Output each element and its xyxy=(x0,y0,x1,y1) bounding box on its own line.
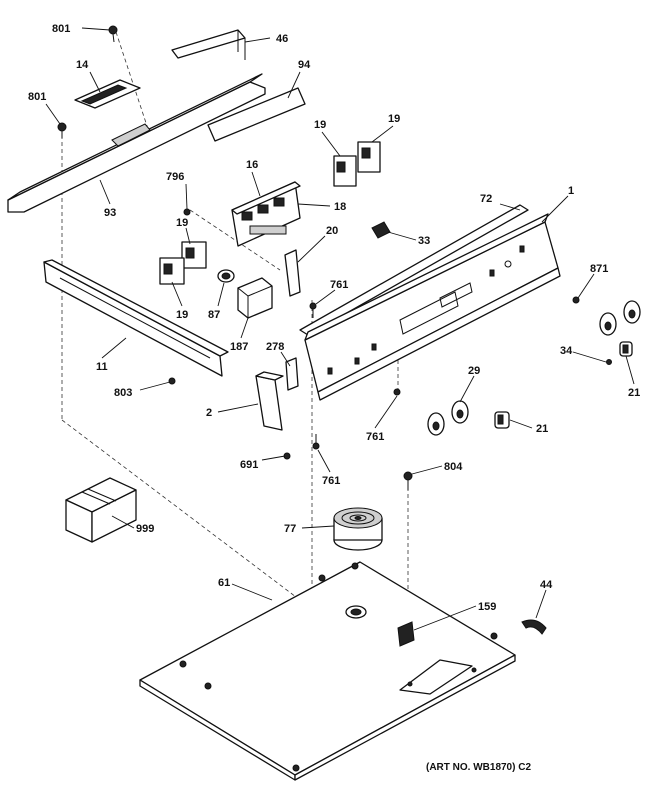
callout-21-a: 21 xyxy=(628,387,640,399)
part-29-knob-b xyxy=(451,400,469,424)
callout-18: 18 xyxy=(334,201,346,213)
screw-761-b xyxy=(393,388,401,396)
part-44-hook xyxy=(521,619,547,635)
callout-87: 87 xyxy=(208,309,220,321)
part-29-knob-a xyxy=(427,412,445,436)
callout-34: 34 xyxy=(560,345,573,357)
callout-61: 61 xyxy=(218,577,230,589)
part-2-end-bracket xyxy=(255,371,284,431)
part-14-bracket xyxy=(74,79,141,109)
callout-19-a: 19 xyxy=(314,119,326,131)
part-19-switch-left-b xyxy=(159,257,185,285)
part-46-bracket xyxy=(171,29,246,60)
leader-lines xyxy=(45,27,635,631)
part-159-clip xyxy=(397,621,415,647)
screw-803 xyxy=(168,377,176,385)
callout-278: 278 xyxy=(266,341,284,353)
callout-761-b: 761 xyxy=(366,431,384,443)
part-20-bracket xyxy=(284,249,301,297)
callout-871: 871 xyxy=(590,263,608,275)
screw-761-a xyxy=(309,302,317,318)
callout-33: 33 xyxy=(418,235,430,247)
part-999-box xyxy=(65,477,137,543)
callout-761-c: 761 xyxy=(322,475,340,487)
part-knob-right-a xyxy=(599,312,617,336)
callout-801-left: 801 xyxy=(28,91,46,103)
part-87-knob xyxy=(217,269,235,283)
callout-761-a: 761 xyxy=(330,279,348,291)
screw-804 xyxy=(403,471,413,490)
part-72-trim xyxy=(299,204,529,336)
screw-801-left xyxy=(57,122,67,138)
part-knob-right-b xyxy=(623,300,641,324)
screw-871 xyxy=(572,296,580,304)
callout-72: 72 xyxy=(480,193,492,205)
callout-20: 20 xyxy=(326,225,338,237)
part-16-electronic-control xyxy=(231,181,301,247)
art-number: (ART NO. WB1870) C2 xyxy=(426,762,531,773)
part-19-switch-right-b xyxy=(357,141,381,173)
callout-16: 16 xyxy=(246,159,258,171)
callout-801-top: 801 xyxy=(52,23,70,35)
callout-21-b: 21 xyxy=(536,423,548,435)
callout-2: 2 xyxy=(206,407,212,419)
part-21-knob-cap-a xyxy=(619,341,633,357)
part-19-switch-left-a xyxy=(181,241,207,269)
part-33-clip xyxy=(371,221,391,239)
callout-19-d: 19 xyxy=(176,309,188,321)
callout-999: 999 xyxy=(136,523,154,535)
part-1-control-panel xyxy=(304,213,561,401)
callout-11: 11 xyxy=(96,361,108,373)
callout-187: 187 xyxy=(230,341,248,353)
callout-159: 159 xyxy=(478,601,496,613)
callout-44: 44 xyxy=(540,579,553,591)
callout-29: 29 xyxy=(468,365,480,377)
callout-19-c: 19 xyxy=(176,217,188,229)
part-19-switch-right-a xyxy=(333,155,357,187)
callout-796: 796 xyxy=(166,171,184,183)
part-94-sheet xyxy=(207,87,306,142)
callout-94: 94 xyxy=(298,59,311,71)
screw-34 xyxy=(606,359,612,365)
part-77-element-coil xyxy=(333,507,383,551)
callout-labels: 801 46 14 94 801 93 16 796 18 19 19 72 1… xyxy=(28,23,640,773)
callout-1: 1 xyxy=(568,185,574,197)
part-187-relay-box xyxy=(237,277,273,319)
part-61-base-plate xyxy=(139,561,516,781)
screw-801-top xyxy=(108,25,118,43)
callout-93: 93 xyxy=(104,207,116,219)
callout-803: 803 xyxy=(114,387,132,399)
part-21-knob-cap-b xyxy=(494,411,510,429)
screw-761-c xyxy=(312,434,320,450)
part-93-panel xyxy=(7,73,266,213)
callout-14: 14 xyxy=(76,59,89,71)
callout-804: 804 xyxy=(444,461,463,473)
part-278-bracket xyxy=(285,357,299,391)
screw-796 xyxy=(183,208,191,216)
callout-19-b: 19 xyxy=(388,113,400,125)
callout-77: 77 xyxy=(284,523,296,535)
callout-691: 691 xyxy=(240,459,258,471)
callout-46: 46 xyxy=(276,33,288,45)
part-11-rail xyxy=(43,259,229,377)
